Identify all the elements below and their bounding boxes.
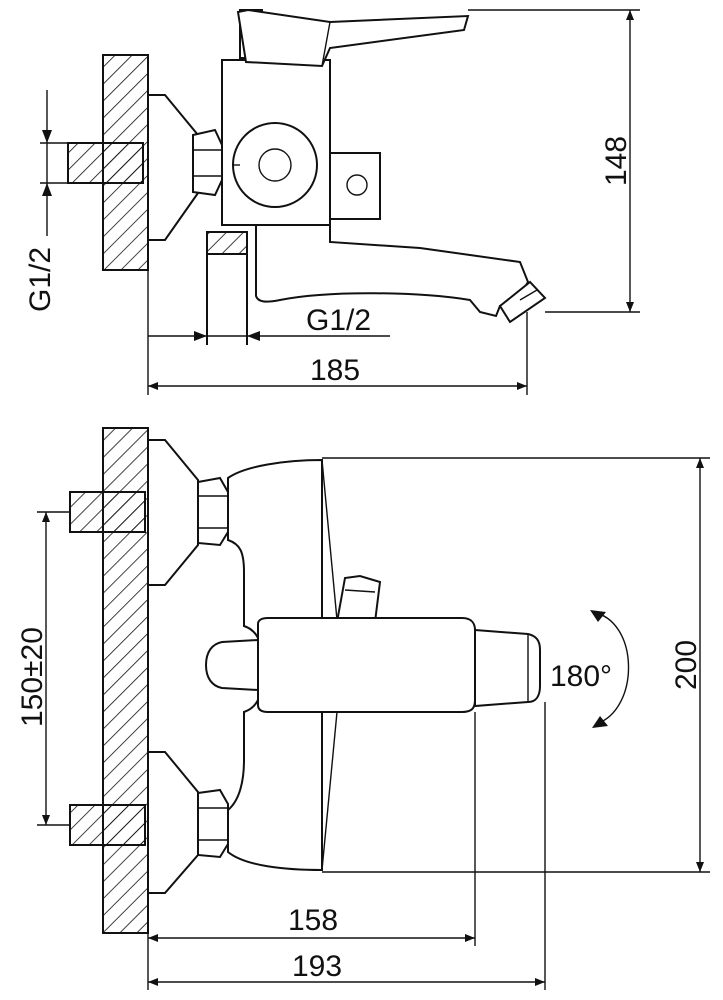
diverter-pin-top xyxy=(204,638,259,692)
label-depth-193: 193 xyxy=(292,950,342,983)
hex-nut-lower xyxy=(197,788,229,859)
dim-193: 193 xyxy=(148,702,546,990)
diverter-knob-side xyxy=(232,122,318,208)
escutcheon-upper xyxy=(147,439,199,586)
rotation-arrow xyxy=(591,611,630,725)
lever-handle-side xyxy=(236,8,470,68)
label-rotation-180: 180° xyxy=(550,660,612,693)
escutcheon-lower xyxy=(147,751,199,894)
inlet-pipe-lower xyxy=(69,804,146,846)
escutcheon-side xyxy=(147,94,199,241)
dim-148: 148 xyxy=(468,9,640,313)
dim-158: 158 xyxy=(147,712,476,990)
label-inlet-thread: G1/2 xyxy=(24,247,57,312)
outlet-block-side xyxy=(329,152,381,220)
label-outlet-thread: G1/2 xyxy=(306,304,371,337)
label-centers-150: 150±20 xyxy=(16,627,49,727)
label-depth-158: 158 xyxy=(288,904,338,937)
dim-150: 150±20 xyxy=(16,511,70,826)
inlet-pipe-side xyxy=(67,142,144,184)
dim-200: 200 xyxy=(322,457,710,873)
lever-handle-top xyxy=(335,574,382,623)
cylinder-body-top xyxy=(257,617,476,713)
dim-g12-outlet: G1/2 xyxy=(148,304,390,341)
outlet-pipe-hatch xyxy=(206,231,248,255)
spout-side xyxy=(255,224,530,318)
label-height-148: 148 xyxy=(600,136,633,186)
inlet-pipe-upper xyxy=(69,491,146,533)
dim-g12-inlet: G1/2 xyxy=(24,90,68,312)
hex-nut-upper xyxy=(197,476,229,547)
label-length-185: 185 xyxy=(310,354,360,387)
end-knob-top xyxy=(474,628,541,708)
top-view: 180° 150±20 200 158 193 xyxy=(16,427,710,990)
side-view: G1/2 G1/2 185 148 xyxy=(24,8,640,395)
dim-185: 185 xyxy=(147,270,528,395)
label-width-200: 200 xyxy=(670,640,703,690)
hex-nut-side xyxy=(192,128,223,197)
